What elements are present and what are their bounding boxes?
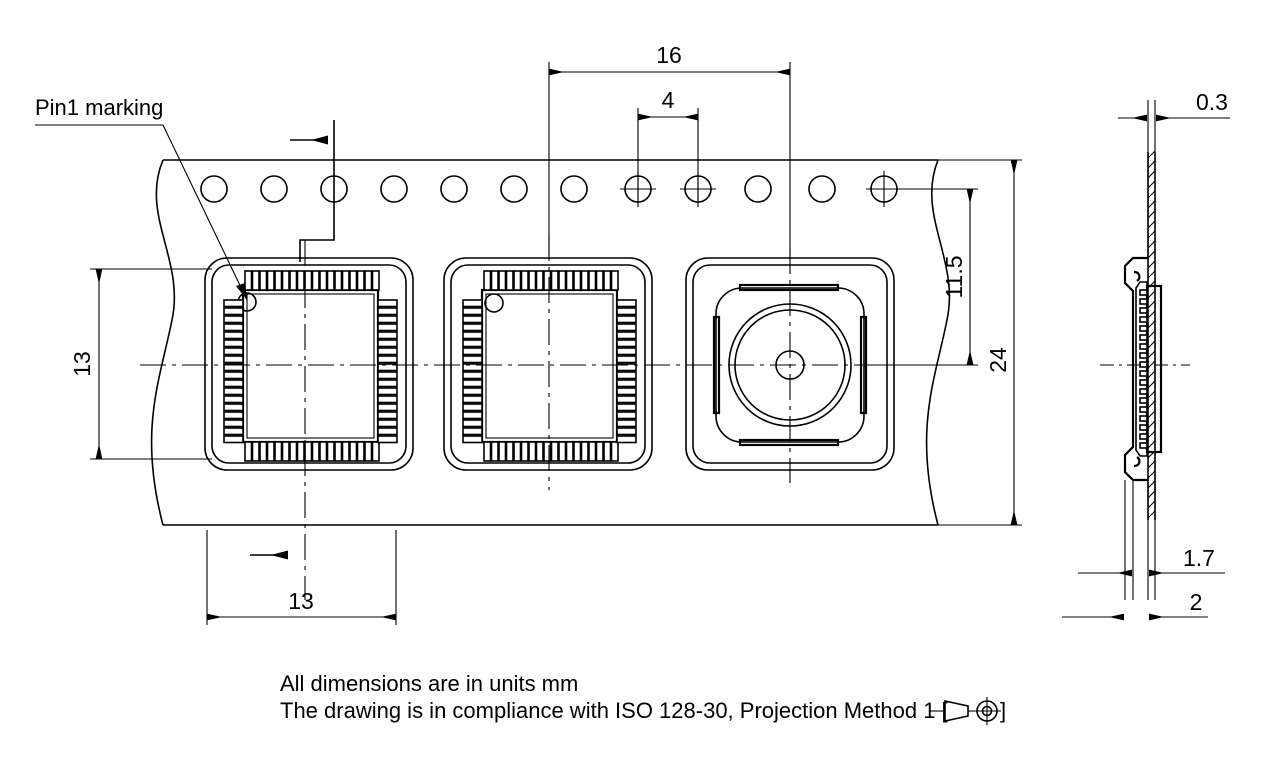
qfp-leads-left (223, 299, 244, 444)
sprocket-hole (808, 175, 836, 203)
component-leads-section (1139, 289, 1148, 449)
pin1-marking-label: Pin1 marking (35, 95, 163, 120)
feed-direction-arrows (250, 120, 335, 560)
sprocket-hole (560, 175, 588, 203)
retention-bar-top (738, 283, 840, 292)
dimension-2-label: 2 (1190, 589, 1203, 615)
note-iso-close-bracket: ] (1000, 698, 1006, 723)
dimension-4: 4 (637, 87, 699, 200)
projection-cone-icon (944, 700, 969, 722)
pocket-1-qfp (204, 240, 414, 600)
qfp-leads-top (244, 270, 380, 291)
retention-bar-bottom (738, 438, 840, 447)
dimension-1-7-label: 1.7 (1183, 545, 1215, 571)
carrier-tape-profile (1123, 256, 1148, 482)
sprocket-hole (500, 175, 528, 203)
component-body-section (1145, 284, 1163, 454)
tape-left-break-line (150, 159, 176, 526)
dimension-0-3: 0.3 (1118, 89, 1230, 258)
sprocket-hole (260, 175, 288, 203)
dimension-13-vertical-label: 13 (69, 351, 95, 377)
drawing-notes: All dimensions are in units mm The drawi… (280, 671, 1006, 725)
dimension-1-7: 1.7 (1078, 545, 1225, 577)
dimension-16: 16 (548, 42, 791, 255)
dimension-13-horizontal-label: 13 (288, 588, 314, 614)
pin1-leader-arrow (236, 283, 247, 300)
pocket-inner-wall (450, 264, 646, 464)
pocket-outer-wall (443, 257, 653, 471)
tape-cross-section-side-view (1100, 150, 1190, 600)
sprocket-hole (440, 175, 468, 203)
dimension-24: 24 (930, 159, 1022, 526)
dimension-11-5: 11.5 (880, 188, 978, 366)
dimension-11-5-label: 11.5 (941, 255, 967, 298)
pin1-marking-annotation: Pin1 marking (35, 95, 248, 301)
sprocket-hole (200, 175, 228, 203)
sprocket-hole (744, 175, 772, 203)
carrier-tape-top-view (140, 159, 965, 600)
iso-projection-method-1-icon: ] (930, 697, 1006, 725)
pocket-section-wall (1135, 281, 1148, 457)
feed-arrow-step-leader-top (299, 120, 335, 262)
dimension-24-label: 24 (985, 347, 1011, 373)
pin1-leader-line (35, 124, 248, 301)
qfp-leads-right (377, 299, 398, 444)
qfp-body-inner (246, 293, 375, 439)
pocket-2-qfp (443, 235, 653, 490)
dimension-0-3-label: 0.3 (1196, 89, 1228, 115)
qfp-leads-bottom (244, 441, 380, 462)
qfp-leads-right (616, 299, 637, 444)
qfp-leads-left (462, 299, 483, 444)
pin1-dot (484, 293, 504, 313)
dimension-16-label: 16 (656, 42, 682, 68)
note-units-line: All dimensions are in units mm (280, 671, 578, 696)
pocket-inner-wall (211, 264, 407, 464)
lead-bend-top (1133, 270, 1141, 282)
dimension-13-horizontal: 13 (206, 530, 397, 625)
qfp-leads-top (483, 270, 619, 291)
qfp-leads-bottom (483, 441, 619, 462)
lead-bend-bottom (1133, 456, 1141, 468)
dimension-2: 2 (1062, 589, 1208, 621)
tape-right-break-line (925, 159, 951, 526)
cover-tape-strip (1147, 150, 1156, 520)
qfp-body (241, 288, 380, 444)
dimension-13-vertical: 13 (69, 268, 212, 460)
pocket-outer-wall (204, 257, 414, 471)
note-iso-line: The drawing is in compliance with ISO 12… (280, 698, 948, 723)
dimension-4-label: 4 (662, 87, 675, 113)
sprocket-hole (380, 175, 408, 203)
